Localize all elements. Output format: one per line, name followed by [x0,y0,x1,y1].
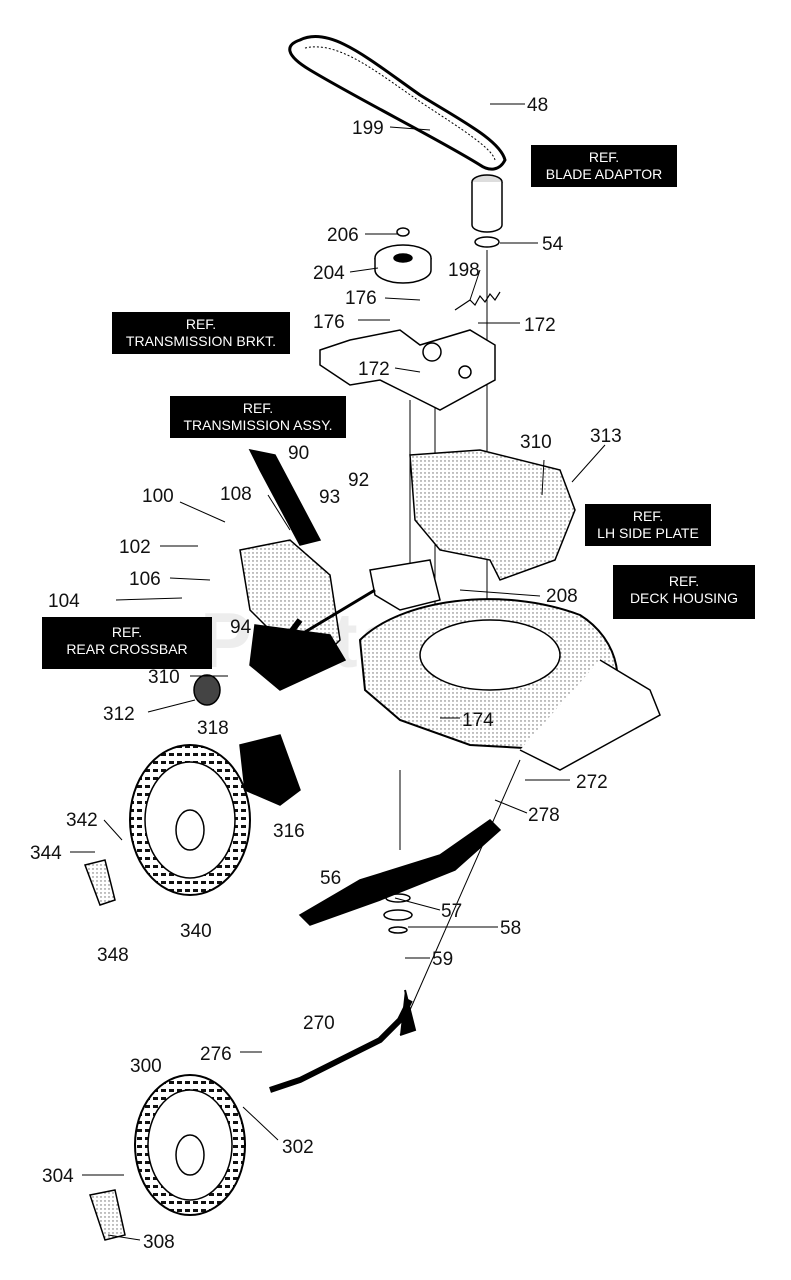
ref-text: TRANSMISSION BRKT. [125,333,277,349]
part-number-54: 54 [542,234,564,255]
ref-text: LH SIDE PLATE [597,525,699,541]
ref-lh-side-plate: REF. LH SIDE PLATE [585,504,711,546]
part-number-313: 313 [590,426,622,447]
part-number-172: 172 [524,315,556,336]
part-number-176: 176 [345,288,377,309]
part-number-48: 48 [527,95,548,116]
ref-label: REF. [632,508,664,524]
ref-text: BLADE ADAPTOR [545,166,663,182]
ref-label: REF. [185,316,217,332]
part-number-90: 90 [288,443,309,464]
part-number-318: 318 [197,718,229,739]
part-number-270: 270 [303,1013,335,1034]
part-number-94: 94 [230,617,252,638]
part-number-208: 208 [546,586,578,607]
ref-label: REF. [588,149,620,165]
part-number-316: 316 [273,821,305,842]
part-number-348: 348 [97,945,129,966]
part-number-172: 172 [358,359,390,380]
part-number-100: 100 [142,486,174,507]
part-number-108: 108 [220,484,252,505]
part-number-272: 272 [576,772,608,793]
part-number-199: 199 [352,118,384,139]
ref-label: REF. [111,624,143,640]
ref-transmission-assy: REF. TRANSMISSION ASSY. [170,396,346,438]
part-number-302: 302 [282,1137,314,1158]
ref-text: DECK HOUSING [629,590,739,606]
ref-deck-housing: REF. DECK HOUSING [613,565,755,619]
part-number-56: 56 [320,868,341,889]
part-number-310: 310 [520,432,552,453]
ref-label: REF. [668,573,700,589]
ref-rear-crossbar: REF. REAR CROSSBAR [42,617,212,669]
lh-side-plate [409,449,576,581]
part-number-92: 92 [348,470,369,491]
part-number-300: 300 [130,1056,162,1077]
part-number-106: 106 [129,569,161,590]
part-number-59: 59 [432,949,453,970]
ref-text: REAR CROSSBAR [66,641,188,657]
part-number-102: 102 [119,537,151,558]
part-number-57: 57 [441,901,462,922]
part-number-278: 278 [528,805,560,826]
part-number-340: 340 [180,921,212,942]
part-number-93: 93 [319,487,340,508]
drive-belt [288,34,507,171]
ref-blade-adaptor: REF. BLADE ADAPTOR [531,145,677,187]
ref-text: TRANSMISSION ASSY. [183,417,333,433]
part-number-308: 308 [143,1232,175,1253]
part-number-312: 312 [103,704,135,725]
ref-transmission-brkt: REF. TRANSMISSION BRKT. [112,312,290,354]
part-number-344: 344 [30,843,62,864]
part-number-276: 276 [200,1044,232,1065]
ref-label: REF. [242,400,274,416]
part-number-104: 104 [48,591,80,612]
part-number-174: 174 [462,710,494,731]
part-number-198: 198 [448,260,480,281]
part-number-342: 342 [66,810,98,831]
part-number-304: 304 [42,1166,74,1187]
part-number-58: 58 [500,918,521,939]
part-number-176: 176 [313,312,345,333]
part-number-204: 204 [313,263,345,284]
part-number-310: 310 [148,667,180,688]
part-number-206: 206 [327,225,359,246]
